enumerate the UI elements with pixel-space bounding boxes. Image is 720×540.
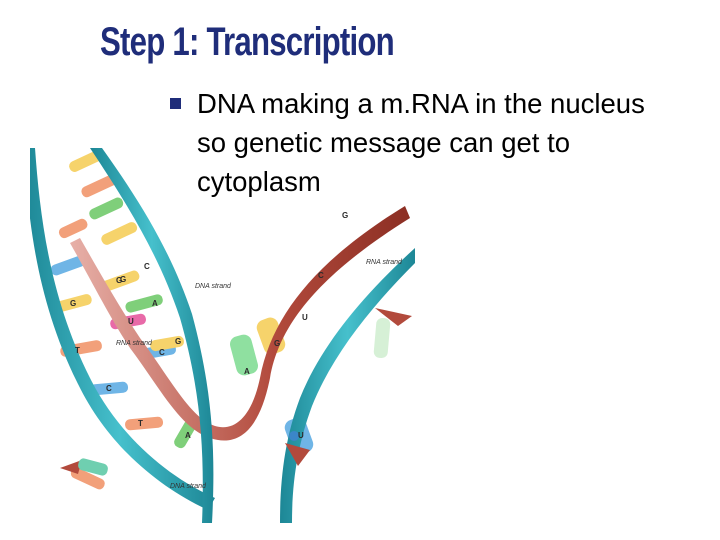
base-letters: G C G A U G T C A G C G U A U G T C: [70, 211, 348, 440]
free-nucleotide: [285, 443, 310, 466]
rung: [58, 218, 88, 239]
rung: [90, 381, 129, 396]
base-letter: G: [274, 339, 280, 348]
rung: [98, 270, 140, 293]
base-letter: C: [318, 271, 324, 280]
slide-title: Step 1: Transcription: [100, 20, 395, 64]
rung: [70, 467, 105, 490]
rung: [229, 334, 259, 376]
free-nucleotide: [375, 308, 412, 326]
rung: [373, 317, 391, 359]
free-nucleotide: [289, 431, 299, 441]
base-letter: G: [120, 275, 126, 284]
free-nucleotide: [60, 460, 82, 474]
rung: [125, 416, 164, 431]
dna-strand-label: DNA strand: [170, 483, 207, 490]
base-letter: G: [342, 211, 348, 220]
rung: [69, 150, 102, 172]
base-letter: G: [116, 276, 122, 285]
base-letter: T: [75, 346, 80, 355]
dna-strand-label: DNA strand: [195, 283, 232, 290]
base-letter: A: [152, 299, 158, 308]
base-letter: A: [185, 431, 191, 440]
dna-strand-ribbon: [30, 148, 215, 510]
rung: [150, 335, 184, 352]
base-letter: C: [106, 384, 112, 393]
base-letter: U: [298, 431, 304, 440]
base-letter: C: [144, 262, 150, 271]
rung: [101, 222, 138, 245]
free-nucleotide: [78, 458, 108, 476]
rna-strand-label: RNA strand: [366, 259, 403, 266]
rna-strand-label: RNA strand: [116, 340, 153, 347]
dna-strand-ribbon: [280, 248, 415, 523]
base-letter: C: [159, 348, 165, 357]
base-letter: G: [70, 299, 76, 308]
base-letter: U: [128, 317, 134, 326]
base-letter: G: [175, 337, 181, 346]
bullet-text: DNA making a m.RNA in the nucleus so gen…: [197, 88, 645, 197]
rung: [52, 294, 92, 313]
dna-strand-ribbon: [90, 148, 214, 523]
base-letter: U: [302, 313, 308, 322]
rung: [81, 173, 120, 198]
base-letter: T: [138, 419, 143, 428]
rna-strand-ribbon: [70, 206, 410, 441]
rung: [174, 419, 196, 449]
rung: [89, 197, 124, 220]
bullet-square-icon: [170, 98, 181, 109]
rung: [125, 294, 163, 313]
base-letter: A: [244, 367, 250, 376]
transcription-diagram: G C G A U G T C A G C G U A U G T C DNA …: [30, 148, 415, 523]
rung: [50, 255, 86, 276]
